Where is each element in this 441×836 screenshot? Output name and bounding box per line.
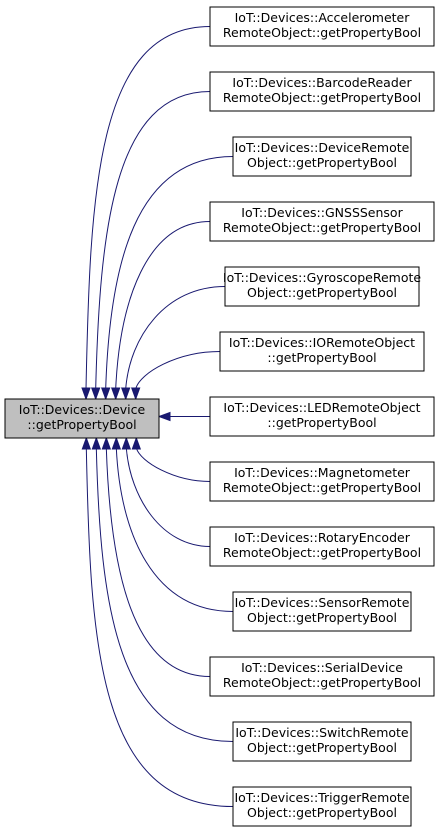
edge-line	[115, 447, 234, 612]
edge-line	[105, 156, 234, 390]
child-node-line2: RemoteObject::getPropertyBool	[223, 90, 421, 105]
arrowhead	[131, 436, 142, 450]
edge-arrow	[81, 26, 211, 401]
edge-line	[115, 221, 211, 390]
child-node-line1: IoT::Devices::TriggerRemote	[234, 790, 409, 805]
root-node-line1: IoT::Devices::Device	[19, 402, 146, 417]
edge-arrow	[91, 436, 234, 742]
edge-arrow	[90, 91, 211, 401]
edge-arrow	[130, 351, 221, 401]
nodes-layer: IoT::Devices::Device ::getPropertyBool I…	[4, 6, 435, 827]
child-node[interactable]: IoT::Devices::DeviceRemoteObject::getPro…	[232, 136, 412, 177]
child-node-box	[209, 461, 435, 502]
child-node-box	[232, 591, 412, 632]
child-node-line2: Object::getPropertyBool	[247, 155, 397, 170]
child-node-line1: IoT::Devices::IORemoteObject	[229, 335, 415, 350]
arrowhead	[90, 387, 101, 401]
child-node[interactable]: IoT::Devices::TriggerRemoteObject::getPr…	[232, 786, 412, 827]
arrowhead	[111, 436, 122, 450]
child-node-box	[224, 266, 420, 307]
arrowhead	[130, 387, 141, 401]
child-node-line1: IoT::Devices::SensorRemote	[235, 595, 410, 610]
child-node-line1: IoT::Devices::DeviceRemote	[235, 140, 410, 155]
arrowhead	[81, 436, 92, 450]
edge-arrow	[120, 286, 226, 401]
arrowhead	[157, 411, 171, 422]
child-node-line1: IoT::Devices::Accelerometer	[235, 10, 411, 25]
child-node-box	[232, 721, 412, 762]
child-node-box	[209, 201, 435, 242]
child-node-line1: IoT::Devices::RotaryEncoder	[234, 530, 411, 545]
child-node-box	[209, 396, 435, 437]
child-node-line2: Object::getPropertyBool	[247, 805, 397, 820]
arrowhead	[101, 436, 112, 450]
edge-line	[125, 286, 226, 390]
child-node-line1: IoT::Devices::GyroscopeRemote	[223, 270, 421, 285]
root-node-line2: ::getPropertyBool	[27, 417, 136, 432]
edge-arrow	[101, 436, 211, 677]
edge-line	[135, 351, 221, 390]
child-node[interactable]: IoT::Devices::MagnetometerRemoteObject::…	[209, 461, 435, 502]
edge-arrow	[121, 436, 211, 547]
arrowhead	[110, 387, 121, 401]
child-node[interactable]: IoT::Devices::LEDRemoteObject::getProper…	[209, 396, 435, 437]
edge-arrow	[157, 411, 210, 422]
child-node-line2: RemoteObject::getPropertyBool	[223, 220, 421, 235]
child-node-box	[219, 331, 425, 372]
edge-arrow	[110, 221, 211, 401]
edge-arrow	[111, 436, 234, 612]
arrowhead	[121, 436, 132, 450]
edge-arrow	[131, 436, 211, 482]
child-node[interactable]: IoT::Devices::AccelerometerRemoteObject:…	[209, 6, 435, 47]
child-node-box	[209, 71, 435, 112]
edge-line	[95, 447, 234, 742]
child-node-box	[209, 6, 435, 47]
child-node-line2: Object::getPropertyBool	[247, 610, 397, 625]
child-node-line1: IoT::Devices::LEDRemoteObject	[223, 400, 420, 415]
edge-line	[125, 447, 211, 547]
child-node-line2: Object::getPropertyBool	[247, 740, 397, 755]
arrowhead	[81, 387, 91, 401]
child-node-line2: RemoteObject::getPropertyBool	[223, 675, 421, 690]
edge-line	[95, 91, 211, 390]
child-node[interactable]: IoT::Devices::BarcodeReaderRemoteObject:…	[209, 71, 435, 112]
child-node[interactable]: IoT::Devices::SerialDeviceRemoteObject::…	[209, 656, 435, 697]
arrowhead	[120, 387, 131, 401]
edge-arrow	[81, 436, 234, 807]
edge-line	[105, 447, 211, 677]
child-node-box	[232, 136, 412, 177]
edge-line	[85, 26, 211, 390]
child-node-line2: ::getPropertyBool	[267, 415, 376, 430]
child-node-box	[209, 656, 435, 697]
child-node-line1: IoT::Devices::SerialDevice	[241, 660, 403, 675]
edge-line	[135, 447, 211, 482]
child-node-line1: IoT::Devices::GNSSSensor	[241, 205, 403, 220]
child-node-line1: IoT::Devices::SwitchRemote	[235, 725, 409, 740]
child-node[interactable]: IoT::Devices::SensorRemoteObject::getPro…	[232, 591, 412, 632]
child-node-line2: RemoteObject::getPropertyBool	[223, 480, 421, 495]
child-node-line1: IoT::Devices::BarcodeReader	[232, 75, 412, 90]
arrowhead	[91, 436, 102, 450]
child-node-box	[232, 786, 412, 827]
child-node-line1: IoT::Devices::Magnetometer	[234, 465, 411, 480]
edge-arrow	[100, 156, 234, 401]
child-node[interactable]: IoT::Devices::SwitchRemoteObject::getPro…	[232, 721, 412, 762]
child-node-line2: Object::getPropertyBool	[247, 285, 397, 300]
child-node[interactable]: IoT::Devices::RotaryEncoderRemoteObject:…	[209, 526, 435, 567]
edges-layer	[81, 26, 234, 807]
child-node[interactable]: IoT::Devices::IORemoteObject::getPropert…	[219, 331, 425, 372]
child-node-line2: RemoteObject::getPropertyBool	[223, 545, 421, 560]
edge-line	[85, 447, 234, 807]
root-node[interactable]: IoT::Devices::Device ::getPropertyBool	[4, 398, 160, 439]
child-node[interactable]: IoT::Devices::GyroscopeRemoteObject::get…	[223, 266, 421, 307]
child-node-box	[209, 526, 435, 567]
child-node[interactable]: IoT::Devices::GNSSSensorRemoteObject::ge…	[209, 201, 435, 242]
child-node-line2: RemoteObject::getPropertyBool	[223, 25, 421, 40]
arrowhead	[100, 387, 111, 401]
child-node-line2: ::getPropertyBool	[267, 350, 376, 365]
